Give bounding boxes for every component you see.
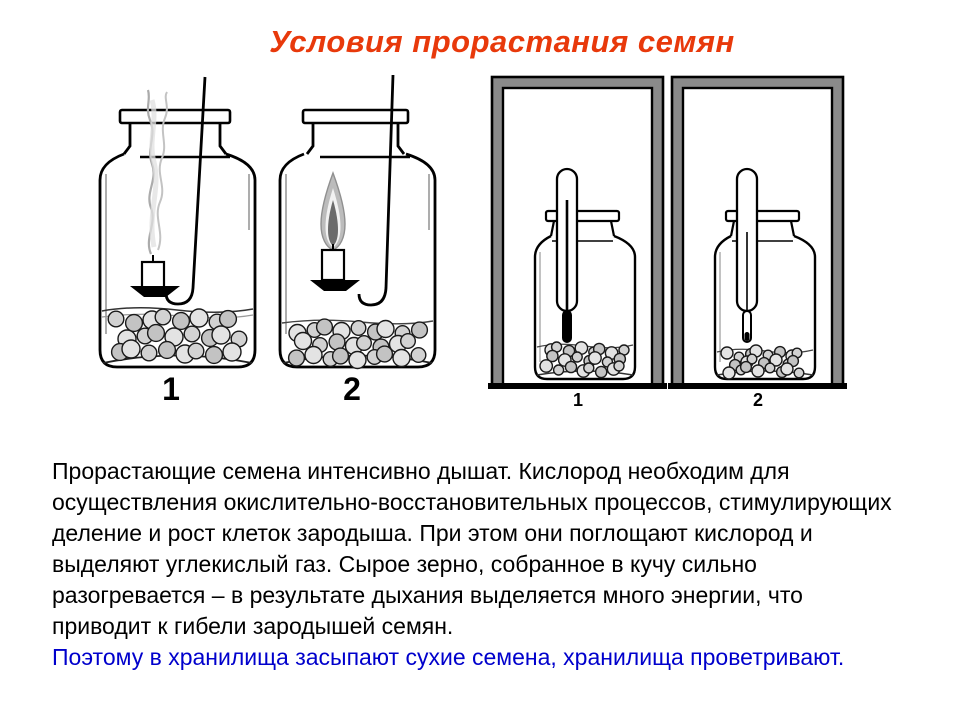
figure-label: 2	[343, 371, 361, 407]
slide-title: Условия прорастания семян	[269, 24, 735, 59]
seed	[140, 344, 158, 362]
seed	[154, 308, 172, 326]
seed	[780, 362, 794, 376]
jar-lid	[301, 108, 410, 125]
seed	[583, 362, 595, 374]
seed	[764, 362, 776, 374]
paragraph-line: разогревается – в результате дыхания выд…	[52, 582, 803, 608]
smoke	[149, 99, 159, 248]
seed	[722, 366, 736, 380]
figure-label: 1	[573, 390, 583, 410]
seed	[588, 351, 602, 365]
seed	[564, 360, 578, 374]
figure-label: 1	[162, 371, 180, 407]
seed	[376, 319, 395, 339]
seed	[222, 342, 242, 362]
figure-jar-extinguished-candle: 1	[98, 76, 257, 407]
seed	[157, 340, 177, 360]
frame-base	[668, 383, 847, 389]
jar-lid	[118, 108, 232, 125]
candle	[140, 260, 166, 290]
jar-neck	[729, 220, 796, 237]
seed	[146, 323, 166, 343]
seed	[121, 339, 141, 359]
seed	[739, 360, 753, 374]
seed	[720, 346, 734, 360]
jar-neck	[122, 123, 228, 155]
seed	[187, 342, 205, 360]
frame-base	[488, 383, 667, 389]
seed	[315, 318, 334, 336]
seed	[171, 311, 191, 331]
seed	[218, 309, 238, 329]
smoke	[156, 91, 168, 251]
seed	[287, 349, 306, 367]
seeds	[720, 344, 805, 380]
seed	[183, 325, 201, 343]
figure-thermos-germinating-seeds: 1	[488, 75, 667, 410]
seed	[204, 345, 224, 365]
seed	[594, 365, 608, 379]
seed	[410, 321, 429, 339]
jar-neck	[549, 220, 616, 237]
seed	[746, 353, 758, 365]
seed	[399, 333, 416, 350]
candle-wire	[357, 74, 395, 307]
seed	[375, 345, 394, 363]
figure-thermos-dry-seeds: 2	[668, 75, 847, 410]
mercury-tip	[744, 332, 750, 341]
seed	[124, 313, 144, 333]
seed	[769, 353, 783, 367]
paragraph-line: Прорастающие семена интенсивно дышат. Ки…	[52, 458, 790, 484]
seed	[410, 347, 427, 364]
paragraph-line: деление и рост клеток зародыша. При этом…	[52, 520, 813, 546]
seed	[348, 350, 367, 370]
jar-neck	[305, 123, 406, 155]
seed	[107, 310, 125, 328]
seed	[539, 359, 554, 373]
seed	[304, 345, 323, 365]
seed	[392, 348, 411, 368]
seed	[546, 349, 559, 363]
seeds	[287, 318, 429, 370]
seed	[189, 308, 209, 328]
seed	[211, 325, 231, 345]
candle-holder	[130, 286, 180, 297]
figure-jar-burning-candle: 2	[278, 74, 437, 407]
paragraph-line: осуществления окислительно-восстановител…	[52, 489, 892, 515]
paragraph: Прорастающие семена интенсивно дышат. Ки…	[52, 456, 932, 673]
conclusion-line: Поэтому в хранилища засыпают сухие семен…	[52, 644, 845, 670]
candle-flame-core	[328, 200, 338, 246]
seed	[552, 364, 565, 376]
seeds	[107, 308, 248, 365]
figure-label: 2	[753, 390, 763, 410]
paragraph-line: приводит к гибели зародышей семян.	[52, 613, 454, 639]
seed	[613, 360, 625, 372]
candle-wire	[164, 76, 207, 306]
seed	[571, 351, 583, 363]
seed	[350, 320, 367, 337]
thermometer-bulb	[562, 310, 572, 343]
seed	[793, 367, 805, 379]
seed	[293, 331, 313, 351]
candle	[320, 248, 346, 282]
paragraph-line: выделяют углекислый газ. Сырое зерно, со…	[52, 551, 757, 577]
seed	[751, 364, 765, 378]
seeds	[539, 341, 630, 379]
seed	[355, 335, 372, 352]
candle-holder	[310, 280, 360, 291]
seed	[331, 347, 350, 365]
seed	[328, 333, 346, 351]
